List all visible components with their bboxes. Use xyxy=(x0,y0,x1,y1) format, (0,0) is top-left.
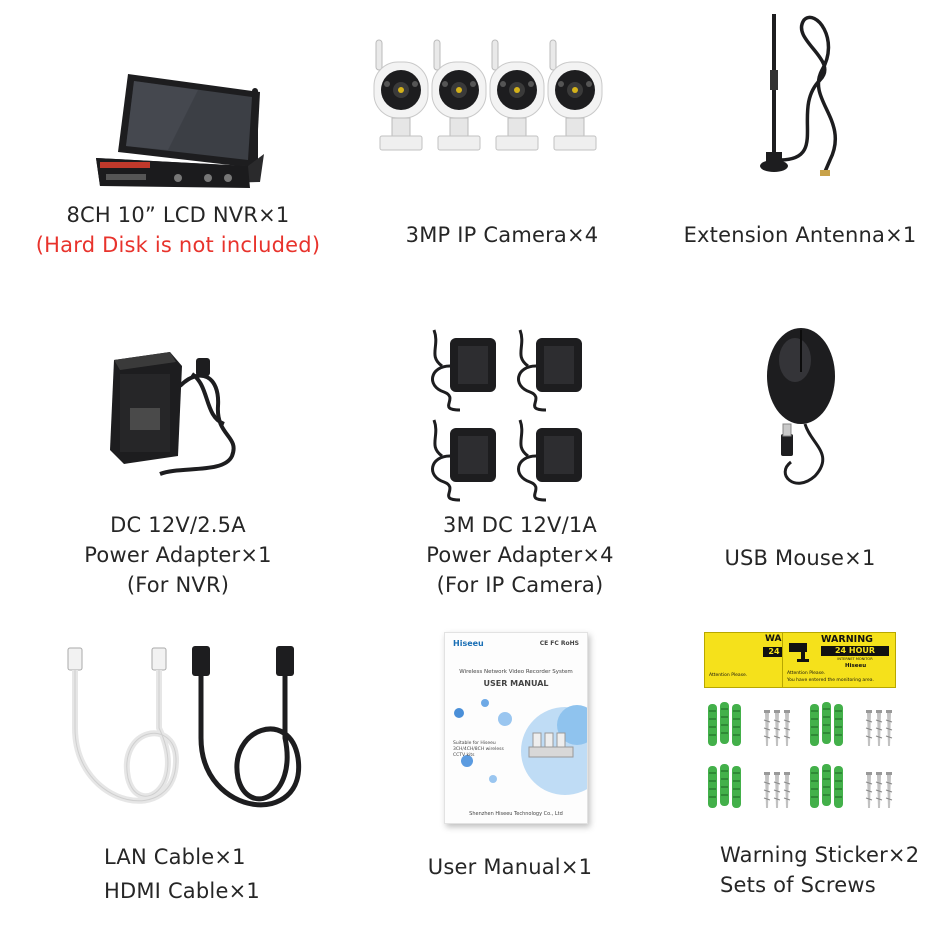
caption-line: 3M DC 12V/1A xyxy=(443,513,597,537)
user-manual-icon: Hiseeu CE FC RoHS Wireless Network Video… xyxy=(444,632,588,824)
item-caption: Warning Sticker×2 Sets of Screws xyxy=(720,840,940,900)
hard-disk-note: (Hard Disk is not included) xyxy=(35,233,321,257)
item-caption: 3MP IP Camera×4 xyxy=(352,220,652,250)
sticker-notice: Attention Please. xyxy=(709,673,748,678)
caption-line: Power Adapter×4 xyxy=(426,543,614,567)
caption-line: 8CH 10” LCD NVR×1 xyxy=(66,203,290,227)
screws-icon xyxy=(704,700,900,822)
camera-power-adapter-icon xyxy=(431,328,584,502)
sticker-brand: Hiseeu xyxy=(845,663,867,669)
sticker-notice: Attention Please. xyxy=(787,671,826,676)
sticker-band: 24 xyxy=(763,647,785,657)
item-caption: 8CH 10” LCD NVR×1 (Hard Disk is not incl… xyxy=(28,200,328,260)
manual-footer: Shenzhen Hiseeu Technology Co., Ltd xyxy=(469,811,563,817)
item-caption: DC 12V/2.5A Power Adapter×1 (For NVR) xyxy=(28,510,328,600)
caption-line: Warning Sticker×2 xyxy=(720,843,920,867)
caption-line: (For NVR) xyxy=(126,573,230,597)
sticker-band-sub: INTERNET MONITOR xyxy=(837,657,873,661)
antenna-icon xyxy=(760,14,837,176)
caption-line: (For IP Camera) xyxy=(436,573,604,597)
caption-line: LAN Cable×1 xyxy=(104,845,246,869)
sticker-notice-2: You have entered the monitoring area. xyxy=(787,678,874,683)
caption-line: Sets of Screws xyxy=(720,873,876,897)
sticker-band: 24 HOUR xyxy=(821,646,889,656)
caption-line: USB Mouse×1 xyxy=(724,546,876,570)
ip-camera-icon xyxy=(373,39,603,151)
caption-line: 3MP IP Camera×4 xyxy=(405,223,599,247)
manual-subtitle: Wireless Network Video Recorder System xyxy=(459,669,573,675)
caption-line: HDMI Cable×1 xyxy=(104,879,260,903)
manual-illustration xyxy=(454,699,587,795)
usb-mouse-icon xyxy=(767,328,835,485)
item-caption: 3M DC 12V/1A Power Adapter×4 (For IP Cam… xyxy=(370,510,670,600)
item-caption: LAN Cable×1 HDMI Cable×1 xyxy=(104,840,324,908)
caption-line: Power Adapter×1 xyxy=(84,543,272,567)
warning-sticker: WARNING 24 HOUR INTERNET MONITOR Hiseeu … xyxy=(782,632,896,688)
sticker-screws-icon: WAI 24 Attention Please. WARNING 24 HOUR… xyxy=(704,632,896,692)
item-caption: User Manual×1 xyxy=(360,852,660,882)
nvr-power-adapter-icon xyxy=(110,352,236,476)
manual-brand: Hiseeu xyxy=(453,639,484,648)
caption-line: Extension Antenna×1 xyxy=(683,223,917,247)
caption-line: User Manual×1 xyxy=(427,855,593,879)
lcd-nvr-icon xyxy=(96,74,264,188)
caption-line: DC 12V/2.5A xyxy=(110,513,246,537)
sticker-heading: WAI xyxy=(765,634,785,644)
item-caption: Extension Antenna×1 xyxy=(650,220,950,250)
manual-note: Suitable for Hiseeu 3CH/4CH/8CH wireless… xyxy=(453,741,504,758)
camera-warning-icon xyxy=(789,643,809,662)
manual-title: USER MANUAL xyxy=(483,679,549,688)
manual-certs: CE FC RoHS xyxy=(539,640,579,647)
cables-icon xyxy=(67,646,302,808)
item-caption: USB Mouse×1 xyxy=(650,543,950,573)
sticker-heading: WARNING xyxy=(821,634,873,645)
